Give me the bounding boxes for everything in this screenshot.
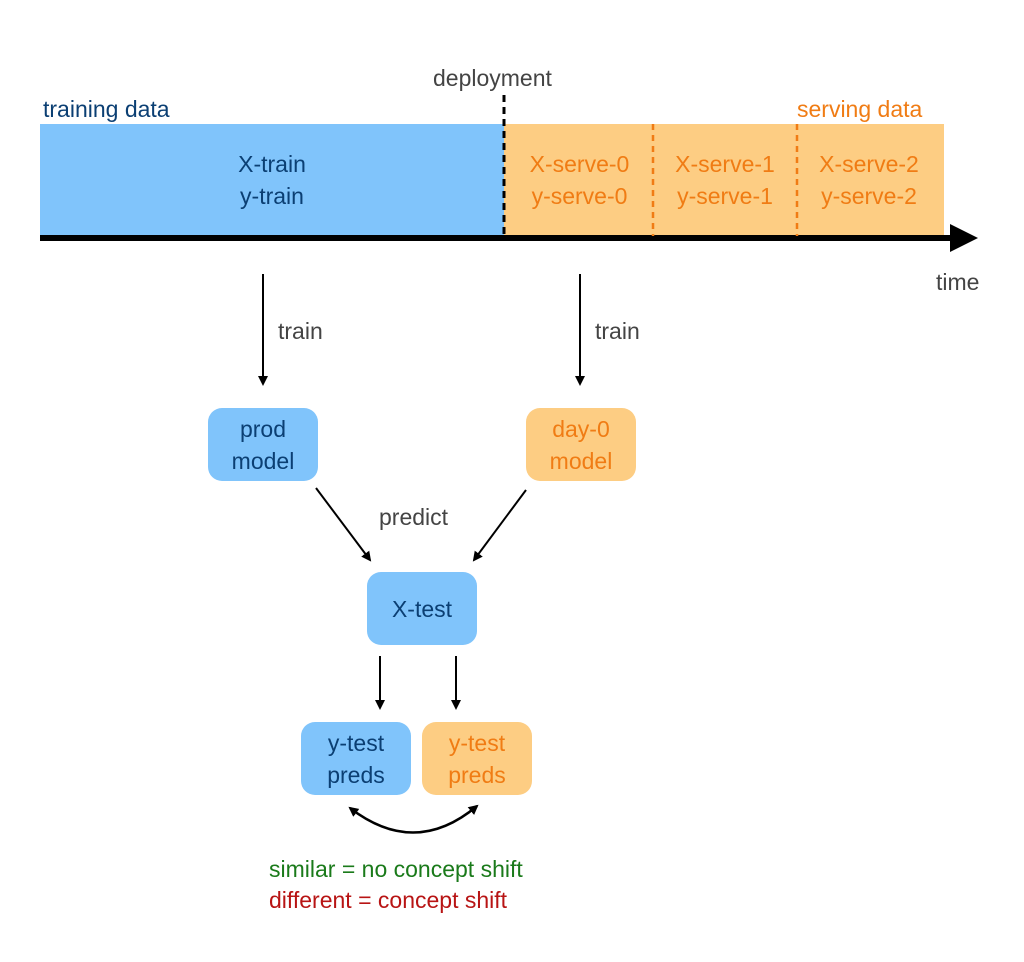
y-serve-0-label: y-serve-0 (531, 183, 628, 209)
day0-preds-line2: preds (448, 761, 506, 788)
predict-arrow-left (315, 487, 372, 562)
comparison-double-arrow (348, 804, 479, 834)
train-label-left: train (278, 318, 323, 344)
y-train-label: y-train (240, 183, 304, 209)
training-block-text: X-train y-train (40, 148, 504, 212)
day0-model-box: day-0 model (526, 408, 636, 481)
train-label-right: train (595, 318, 640, 344)
x-serve-2-label: X-serve-2 (819, 151, 919, 177)
prod-preds-line1: y-test (327, 729, 385, 756)
prod-model-box: prod model (208, 408, 318, 481)
day0-model-line2: model (549, 447, 613, 474)
x-test-box: X-test (367, 572, 477, 645)
training-data-label: training data (43, 96, 170, 122)
similar-legend: similar = no concept shift (269, 856, 523, 882)
serving-data-label: serving data (797, 96, 923, 122)
x-train-label: X-train (238, 151, 306, 177)
predict-arrow-right (472, 489, 527, 562)
predict-label: predict (379, 504, 449, 530)
prod-preds-box: y-test preds (301, 722, 411, 795)
x-serve-1-label: X-serve-1 (675, 151, 775, 177)
serving-block-2: X-serve-2 y-serve-2 (797, 148, 941, 212)
x-serve-0-label: X-serve-0 (529, 151, 630, 177)
serving-block-0: X-serve-0 y-serve-0 (506, 148, 653, 212)
day0-preds-box: y-test preds (422, 722, 532, 795)
prod-model-line1: prod (239, 415, 287, 442)
day0-model-line1: day-0 (552, 415, 610, 442)
prod-model-line2: model (231, 447, 295, 474)
training-data-region (40, 124, 504, 236)
y-serve-2-label: y-serve-2 (821, 183, 917, 209)
deployment-label: deployment (433, 65, 552, 91)
serving-data-region (504, 124, 944, 236)
x-test-label: X-test (391, 595, 453, 622)
time-axis-arrowhead (950, 224, 978, 252)
serving-block-1: X-serve-1 y-serve-1 (653, 148, 797, 212)
prod-preds-line2: preds (327, 761, 385, 788)
different-legend: different = concept shift (269, 887, 508, 913)
time-label: time (936, 269, 980, 295)
day0-preds-line1: y-test (448, 729, 506, 756)
y-serve-1-label: y-serve-1 (677, 183, 773, 209)
